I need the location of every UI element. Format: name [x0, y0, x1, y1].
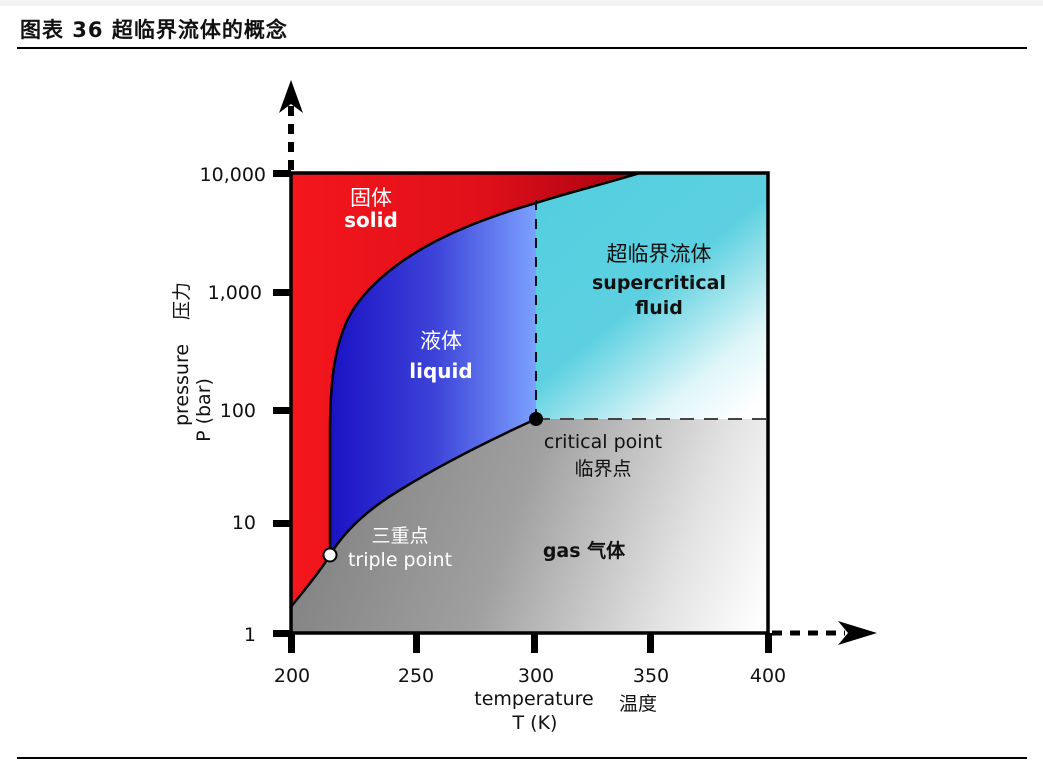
supercritical-label-cn: 超临界流体 [607, 242, 712, 266]
melting-curve [328, 171, 641, 555]
y-tick-label: 10 [232, 512, 256, 534]
triple-point-label-cn: 三重点 [371, 525, 428, 547]
y-axis-label-cn: 压力 [171, 282, 193, 320]
liquid-label: liquid [409, 359, 472, 383]
x-tick-label: 200 [274, 665, 310, 687]
y-axis-label-group: pressure 压力 [171, 282, 193, 426]
triple-point-marker [322, 547, 338, 563]
x-tick-label: 400 [750, 665, 786, 687]
critical-point-marker [529, 412, 543, 426]
y-axis-arrowhead-icon [279, 80, 303, 113]
x-tick-label: 250 [398, 665, 434, 687]
y-tick-label: 1,000 [208, 282, 262, 304]
supercritical-label-line2: fluid [635, 297, 683, 319]
figure-title: 图表 36 超临界流体的概念 [20, 18, 288, 42]
supercritical-label-line1: supercritical [592, 272, 726, 294]
x-axis-arrowhead-icon [838, 621, 877, 645]
vaporization-curve [328, 417, 537, 556]
y-tick-label: 10,000 [200, 164, 266, 186]
y-tick-label: 100 [220, 400, 256, 422]
liquid-label-cn: 液体 [420, 329, 462, 353]
y-axis-label: pressure [171, 344, 193, 426]
liquid-region [330, 203, 536, 555]
critical-point-label: critical point [544, 431, 662, 453]
y-ticks [273, 170, 291, 637]
x-tick-label: 300 [518, 665, 554, 687]
x-axis-label: temperature [474, 688, 593, 710]
y-axis-unit: P (bar) [193, 378, 215, 442]
solid-label-cn: 固体 [350, 186, 392, 210]
y-tick-label: 1 [244, 624, 256, 646]
x-tick-label: 350 [633, 665, 669, 687]
x-axis-label-cn: 温度 [619, 693, 657, 715]
supercritical-region [536, 173, 768, 419]
triple-point-label: triple point [348, 549, 452, 571]
y-axis-unit-group: P (bar) [193, 378, 215, 442]
title-rule [17, 47, 1027, 49]
gas-label: gas 气体 [543, 539, 626, 562]
x-axis-unit: T (K) [512, 712, 558, 734]
bottom-rule [17, 757, 1027, 759]
solid-label: solid [344, 208, 398, 232]
top-strip [0, 0, 1043, 6]
solid-region [291, 173, 640, 607]
x-ticks [288, 633, 772, 653]
plot-frame [289, 171, 770, 635]
critical-point-label-cn: 临界点 [574, 458, 631, 480]
